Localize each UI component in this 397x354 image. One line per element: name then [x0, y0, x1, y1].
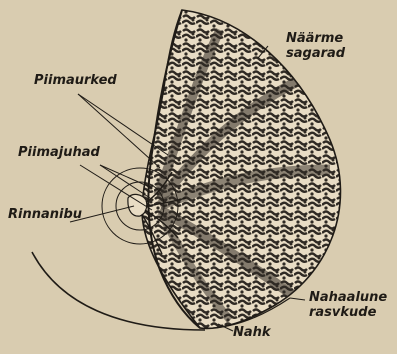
label-piimajuhad: Piimajuhad: [18, 146, 100, 160]
label-naarme-sagarad: Näärme sagarad: [286, 31, 345, 61]
label-nahaalune-rasvkude: Nahaalune rasvkude: [309, 290, 387, 320]
label-rinnanibu: Rinnanibu: [8, 208, 82, 222]
label-piimaurked: Piimaurked: [34, 74, 117, 88]
label-nahk: Nahk: [233, 326, 271, 340]
